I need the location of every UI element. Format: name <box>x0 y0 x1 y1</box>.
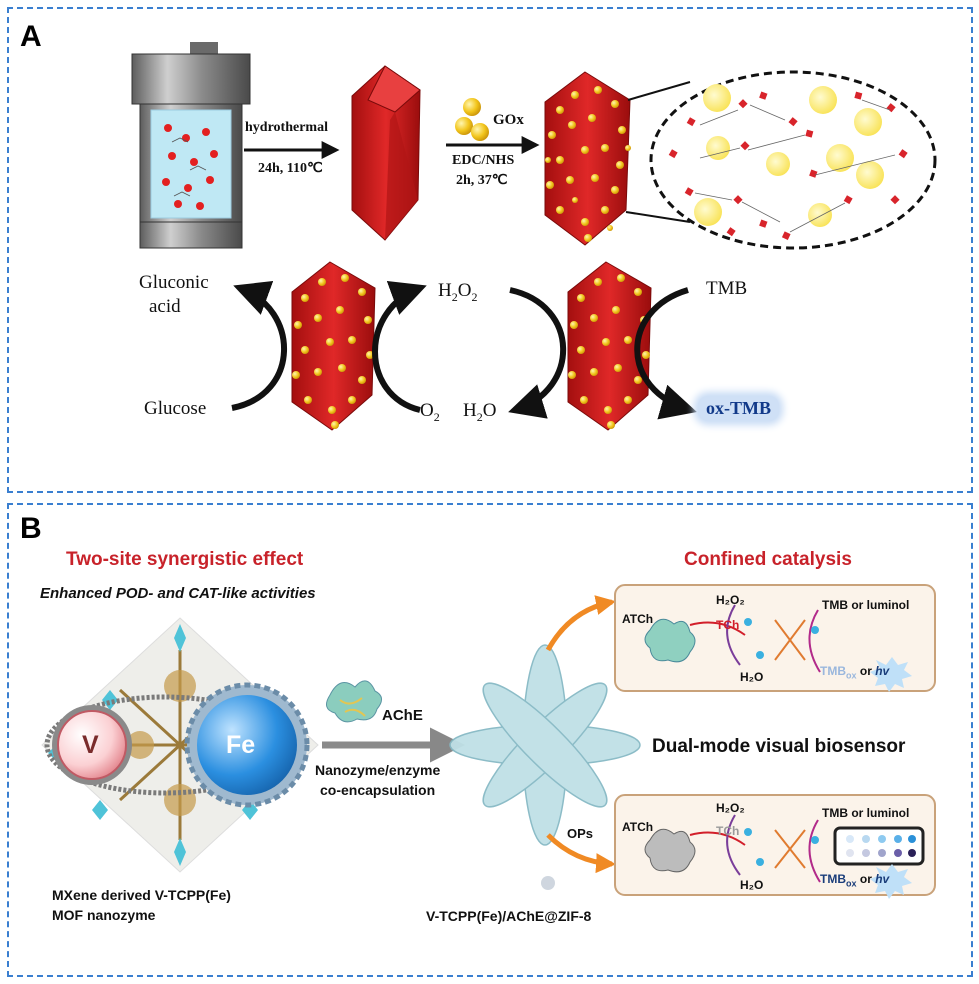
ox-tmb-badge: ox-TMB <box>698 396 779 421</box>
gox-crystal <box>544 71 631 246</box>
h2o2-o: O <box>457 280 472 301</box>
nanozyme-label: Nanozyme/enzyme <box>315 762 441 778</box>
panel-a-label: A <box>20 20 42 53</box>
h2o-o: O <box>482 400 497 421</box>
two-site-title: Two-site synergistic effect <box>66 549 304 570</box>
h2o2-curve-arrow <box>508 287 567 419</box>
dual-mode-label: Dual-mode visual biosensor <box>652 736 906 757</box>
h2o2-sub-2: 2 <box>471 289 478 304</box>
bottom-h2o2: H₂O₂ <box>716 801 745 815</box>
glucose-label: Glucose <box>144 398 207 419</box>
bottom-h2o: H₂O <box>740 878 764 892</box>
o2-label: O2 <box>420 400 440 425</box>
autoclave-icon <box>131 42 251 249</box>
ops-molecule <box>541 876 555 890</box>
top-tmbox: TMBox or hv <box>820 664 889 680</box>
ache-label: AChE <box>382 707 423 724</box>
orange-arrow-bottom <box>546 833 616 874</box>
cascade-crystal-right <box>567 261 652 431</box>
bottom-box-protein <box>644 828 696 873</box>
mxene-label-1: MXene derived V-TCPP(Fe) <box>52 887 231 903</box>
h2o2-h: H <box>438 280 452 301</box>
hv-burst-top <box>870 657 912 692</box>
gox-ball <box>455 117 473 135</box>
gox-ball <box>463 98 481 116</box>
gox-ball <box>471 123 489 141</box>
red-crystal <box>351 65 421 241</box>
v-gear <box>52 705 132 785</box>
panel-a-frame <box>7 7 973 493</box>
tmb-curve-arrow <box>634 287 697 420</box>
coencapsulation-label: co-encapsulation <box>320 782 436 798</box>
zif8-star <box>449 644 641 846</box>
v-label: V <box>82 731 99 759</box>
h2o-sub: 2 <box>476 409 483 424</box>
h2o2-sub-1: 2 <box>451 289 458 304</box>
bottom-hv: hv <box>875 872 890 886</box>
top-mof-node <box>774 619 806 661</box>
fe-label: Fe <box>226 731 256 759</box>
enhanced-subtitle: Enhanced POD- and CAT-like activities <box>40 585 316 602</box>
tmb-label: TMB <box>706 278 748 299</box>
edc-nhs-label: EDC/NHS <box>452 153 515 168</box>
top-tmbox-sub: ox <box>846 670 857 681</box>
condition-1-label: 24h, 110℃ <box>258 161 323 176</box>
o2-curve-arrow <box>372 281 427 413</box>
gox-label: GOx <box>493 112 524 128</box>
top-h2o2: H₂O₂ <box>716 593 745 607</box>
gluconic-label: Gluconic <box>139 272 209 293</box>
o2-sub: 2 <box>433 409 440 424</box>
panel-b-label: B <box>20 512 42 545</box>
cascade-crystal-left <box>291 261 376 431</box>
acid-label: acid <box>149 296 181 317</box>
bottom-tmbox-sub: ox <box>846 878 857 889</box>
composite-label: V-TCPP(Fe)/AChE@ZIF-8 <box>426 908 592 924</box>
bottom-tmbox-text: TMB <box>820 872 846 886</box>
fe-gear <box>184 682 310 808</box>
top-box-protein <box>644 618 696 663</box>
bottom-tch: TCh <box>716 824 740 838</box>
h2o2-label: H2O2 <box>438 280 477 305</box>
bottom-or: or <box>859 872 872 886</box>
bottom-atch: ATCh <box>622 820 654 834</box>
hv-burst-bottom <box>870 864 912 899</box>
bottom-tmbox: TMBox or hv <box>820 872 889 888</box>
o2-o: O <box>420 400 434 421</box>
top-h2o: H₂O <box>740 670 764 684</box>
top-tmbox-text: TMB <box>820 664 846 678</box>
bottom-tmb-luminol: TMB or luminol <box>822 806 910 820</box>
ache-protein <box>325 680 382 723</box>
h2o-label: H2O <box>463 400 496 425</box>
confined-box-bottom <box>614 794 936 896</box>
ops-label: OPs <box>567 826 594 841</box>
hydrothermal-label: hydrothermal <box>245 120 328 135</box>
glucose-curve-arrow <box>231 281 287 411</box>
mof-zoom-ellipse <box>649 70 937 250</box>
confined-title: Confined catalysis <box>684 549 852 570</box>
mxene-label-2: MOF nanozyme <box>52 907 156 923</box>
orange-arrow-top <box>545 595 616 652</box>
top-or: or <box>859 664 872 678</box>
h2o-h: H <box>463 400 477 421</box>
top-tmb-luminol: TMB or luminol <box>822 598 910 612</box>
top-hv: hv <box>875 664 890 678</box>
top-atch: ATCh <box>622 612 654 626</box>
bottom-mof-node <box>774 829 806 869</box>
top-tch: TCh <box>716 618 740 632</box>
confined-box-top <box>614 584 936 692</box>
phone-icon <box>833 826 925 866</box>
condition-2-label: 2h, 37℃ <box>456 173 508 188</box>
panel-b-frame <box>7 503 973 977</box>
